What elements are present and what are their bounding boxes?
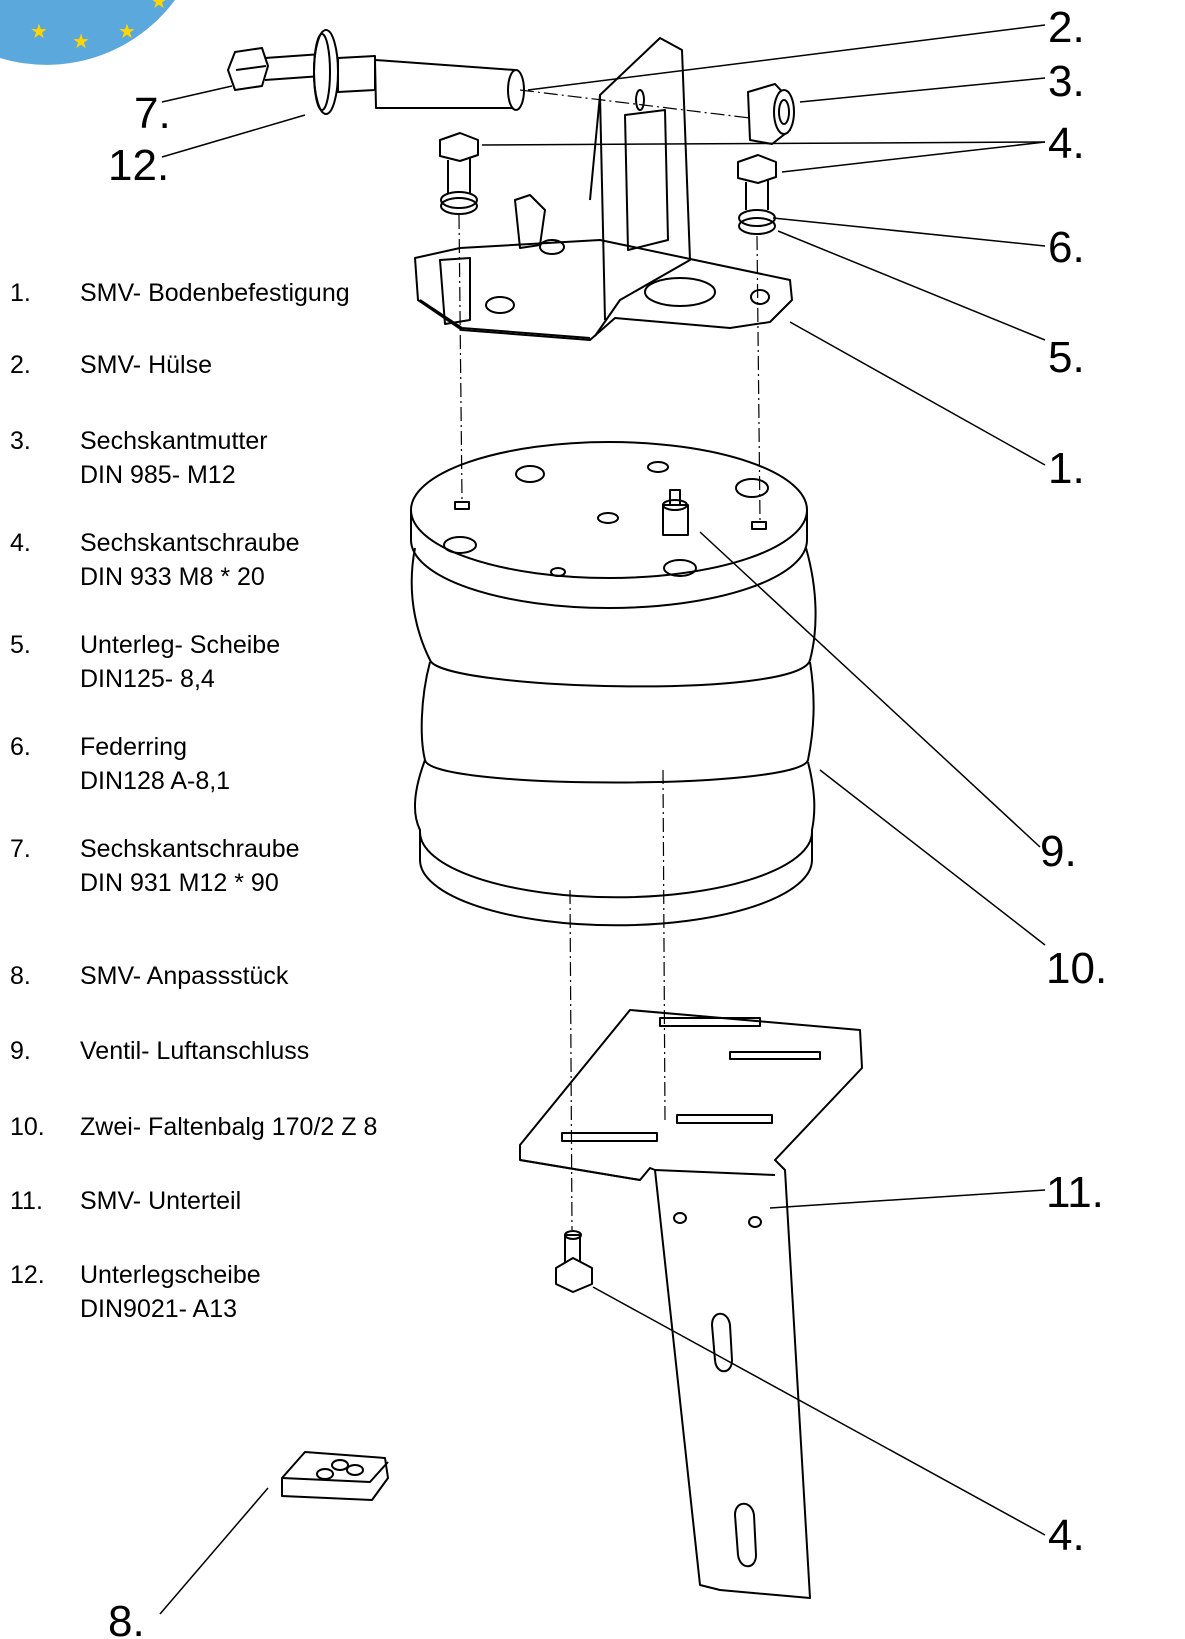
legend-line: Unterlegscheibe [80,1261,261,1289]
upper-mounting-bracket [414,37,793,341]
legend-description: Zwei- Faltenbalg 170/2 Z 8 [80,1110,377,1144]
callout-6: 6. [1048,223,1085,272]
callout-4-bottom: 4. [1048,1511,1085,1560]
legend-number: 3. [10,427,31,455]
legend-line: Ventil- Luftanschluss [80,1037,310,1065]
callout-3: 3. [1048,57,1085,106]
legend-line: Sechskantschraube [80,529,300,557]
washer-din9021 [313,29,339,115]
callout-labels: 2. 3. 4. 6. 5. 1. 9. 10. 11. 4. 7. 12. 8… [108,3,1107,1639]
legend-number: 1. [10,279,31,307]
legend-number: 4. [10,529,31,557]
legend-description: SMV- Bodenbefestigung [80,276,350,310]
legend-number: 8. [10,962,31,990]
legend-number: 7. [10,835,31,863]
air-bellows-170-2 [410,441,817,927]
sleeve-huelse [337,55,525,111]
legend-number: 9. [10,1037,31,1065]
lower-bracket-unterteil [519,1009,863,1599]
legend-number: 6. [10,733,31,761]
hex-nut-m12 [747,83,795,145]
hex-bolt-m12 [227,47,323,91]
callout-10: 10. [1046,944,1107,993]
svg-text:★: ★ [150,0,168,13]
callout-8: 8. [108,1597,145,1639]
legend-line: DIN 931 M12 * 90 [80,869,279,897]
legend-line: SMV- Unterteil [80,1187,242,1215]
callout-12: 12. [108,141,169,190]
callout-9: 9. [1040,827,1077,876]
legend-number: 5. [10,631,31,659]
callout-11: 11. [1046,1168,1104,1217]
callout-2: 2. [1048,3,1085,52]
bolt-m8-upper-right [737,154,777,235]
legend-line: Sechskantschraube [80,835,300,863]
legend-description: Ventil- Luftanschluss [80,1034,309,1068]
svg-text:★: ★ [118,19,136,43]
leader-lines [159,24,1046,1615]
adapter-piece [281,1451,389,1501]
legend-line: DIN 933 M8 * 20 [80,563,265,591]
bolt-m8-lower [555,1230,593,1293]
legend-line: Unterleg- Scheibe [80,631,281,659]
callout-5: 5. [1048,333,1085,382]
bolt-m8-upper-left [439,132,479,215]
legend-line: Sechskantmutter [80,427,268,455]
legend-line: Zwei- Faltenbalg 170/2 Z 8 [80,1113,378,1141]
legend-description: SMV- Hülse [80,348,212,382]
legend-line: DIN125- 8,4 [80,665,215,693]
callout-7: 7. [134,89,171,138]
svg-text:★: ★ [72,29,90,53]
legend-number: 10. [10,1113,45,1141]
legend-line: DIN 985- M12 [80,461,236,489]
legend-number: 12. [10,1261,45,1289]
legend-number: 11. [10,1187,43,1215]
air-valve-connector [662,489,689,536]
legend-description: SMV- Unterteil [80,1184,241,1218]
callout-1: 1. [1048,444,1085,493]
logo-emblem: ★ ★ ★ ★ [0,0,175,65]
legend-line: SMV- Bodenbefestigung [80,279,350,307]
svg-text:★: ★ [30,19,48,43]
legend-number: 2. [10,351,31,379]
center-lines [458,89,761,1231]
legend-line: SMV- Hülse [80,351,212,379]
legend-line: SMV- Anpassstück [80,962,289,990]
legend-line: DIN9021- A13 [80,1295,238,1323]
callout-4-top: 4. [1048,119,1085,168]
legend-line: DIN128 A-8,1 [80,767,231,795]
legend-description: SMV- Anpassstück [80,959,288,993]
legend-line: Federring [80,733,187,761]
